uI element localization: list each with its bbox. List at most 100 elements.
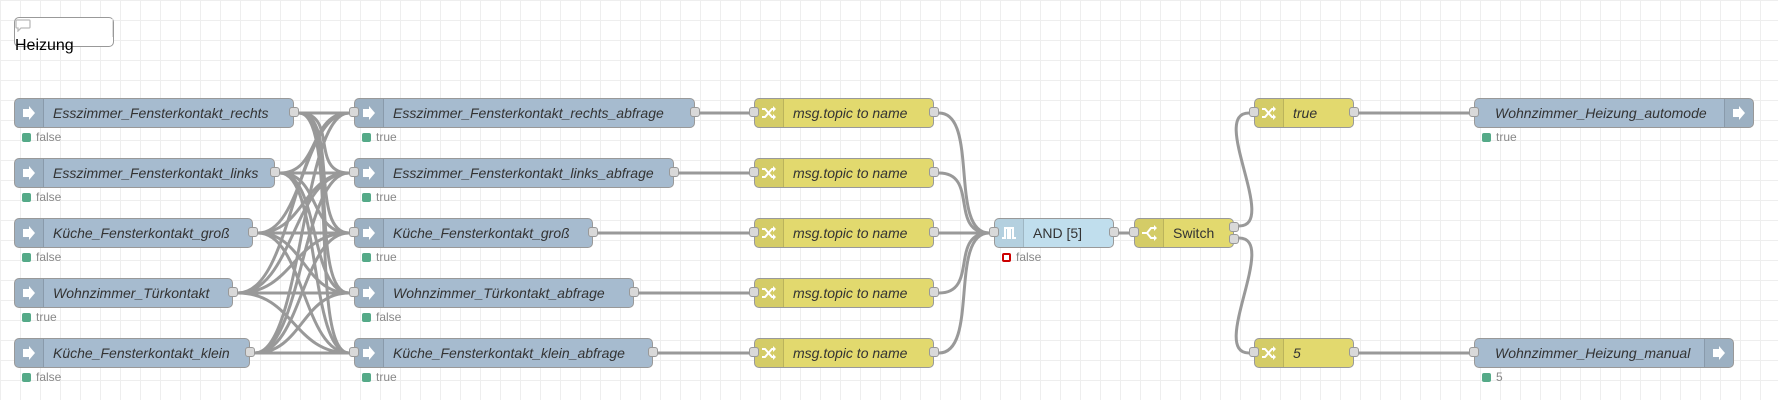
node-label: Esszimmer_Fensterkontakt_rechts <box>53 105 269 121</box>
node-label: Küche_Fensterkontakt_klein_abfrage <box>393 345 625 361</box>
node-status: true <box>22 311 57 323</box>
output-port[interactable] <box>929 167 939 177</box>
input-port[interactable] <box>1469 107 1479 117</box>
arrow-out-icon <box>1704 339 1733 367</box>
output-port[interactable] <box>1349 107 1359 117</box>
logic-and-node[interactable]: AND [5] <box>989 218 1119 248</box>
status-dot-icon <box>1482 373 1491 382</box>
node-label: Küche_Fensterkontakt_klein <box>53 345 230 361</box>
arrow-in-icon <box>15 159 44 187</box>
input-port[interactable] <box>749 227 759 237</box>
change-node-1[interactable]: msg.topic to name <box>749 98 939 128</box>
change-node-five[interactable]: 5 <box>1249 338 1359 368</box>
shuffle-icon <box>755 279 784 307</box>
node-label: Esszimmer_Fensterkontakt_rechts_abfrage <box>393 105 664 121</box>
query-node-kueche-klein[interactable]: Küche_Fensterkontakt_klein_abfrage <box>349 338 658 368</box>
output-port[interactable] <box>690 107 700 117</box>
node-label: msg.topic to name <box>793 105 908 121</box>
output-port[interactable] <box>929 227 939 237</box>
node-label: Wohnzimmer_Heizung_manual <box>1495 345 1691 361</box>
status-dot-icon <box>362 373 371 382</box>
node-status: false <box>22 191 61 203</box>
output-port[interactable] <box>1109 227 1119 237</box>
output-port[interactable] <box>228 287 238 297</box>
arrow-in-icon <box>355 219 384 247</box>
status-dot-icon <box>22 253 31 262</box>
node-label: AND [5] <box>1033 225 1083 241</box>
output-port[interactable] <box>248 227 258 237</box>
wire-change-to-and <box>938 111 990 235</box>
shuffle-icon <box>1255 99 1284 127</box>
change-node-3[interactable]: msg.topic to name <box>749 218 939 248</box>
status-dot-icon <box>22 133 31 142</box>
output-port[interactable] <box>245 347 255 357</box>
output-node-automode[interactable]: Wohnzimmer_Heizung_automode <box>1469 98 1754 128</box>
output-port-1[interactable] <box>1229 222 1239 232</box>
arrow-out-icon <box>1724 99 1753 127</box>
node-label: Küche_Fensterkontakt_groß <box>393 225 570 241</box>
wire-input-to-query <box>237 111 350 295</box>
output-port[interactable] <box>588 227 598 237</box>
input-node-kueche-gross[interactable]: Küche_Fensterkontakt_groß <box>14 218 258 248</box>
input-node-kueche-klein[interactable]: Küche_Fensterkontakt_klein <box>14 338 255 368</box>
node-label: msg.topic to name <box>793 285 908 301</box>
input-port[interactable] <box>1249 347 1259 357</box>
change-node-true[interactable]: true <box>1249 98 1359 128</box>
output-port-2[interactable] <box>1229 234 1239 244</box>
input-node-wohnzimmer-tuer[interactable]: Wohnzimmer_Türkontakt <box>14 278 238 308</box>
input-node-esszimmer-links[interactable]: Esszimmer_Fensterkontakt_links <box>14 158 280 188</box>
switch-node[interactable]: Switch <box>1129 218 1239 248</box>
input-port[interactable] <box>749 107 759 117</box>
input-node-esszimmer-rechts[interactable]: Esszimmer_Fensterkontakt_rechts <box>14 98 299 128</box>
output-port[interactable] <box>1349 347 1359 357</box>
input-port[interactable] <box>989 227 999 237</box>
node-status: true <box>1482 131 1517 143</box>
change-node-5[interactable]: msg.topic to name <box>749 338 939 368</box>
input-port[interactable] <box>1249 107 1259 117</box>
query-node-wohnzimmer-tuer[interactable]: Wohnzimmer_Türkontakt_abfrage <box>349 278 639 308</box>
output-node-manual[interactable]: Wohnzimmer_Heizung_manual <box>1469 338 1734 368</box>
wire-change-to-and <box>938 231 990 355</box>
query-node-esszimmer-rechts[interactable]: Esszimmer_Fensterkontakt_rechts_abfrage <box>349 98 700 128</box>
wire-switch-to-five <box>1234 236 1254 355</box>
input-port[interactable] <box>349 107 359 117</box>
input-port[interactable] <box>349 227 359 237</box>
node-label: Küche_Fensterkontakt_groß <box>53 225 230 241</box>
input-port[interactable] <box>749 347 759 357</box>
comment-node-heizung[interactable]: Heizung <box>14 17 114 54</box>
input-port[interactable] <box>349 167 359 177</box>
output-port[interactable] <box>270 167 280 177</box>
arrow-in-icon <box>355 339 384 367</box>
wire-input-to-query <box>254 171 350 355</box>
output-port[interactable] <box>289 107 299 117</box>
input-port[interactable] <box>1469 347 1479 357</box>
output-port[interactable] <box>929 287 939 297</box>
wire-input-to-query <box>254 231 350 355</box>
node-label: msg.topic to name <box>793 345 908 361</box>
output-port[interactable] <box>929 347 939 357</box>
arrow-in-icon <box>355 99 384 127</box>
node-status: true <box>362 191 397 203</box>
change-node-4[interactable]: msg.topic to name <box>749 278 939 308</box>
node-status: true <box>362 131 397 143</box>
input-port[interactable] <box>1129 227 1139 237</box>
output-port[interactable] <box>648 347 658 357</box>
query-node-esszimmer-links[interactable]: Esszimmer_Fensterkontakt_links_abfrage <box>349 158 679 188</box>
output-port[interactable] <box>929 107 939 117</box>
wire-input-to-query <box>237 171 350 295</box>
comment-label: Heizung <box>15 37 74 54</box>
node-label: Wohnzimmer_Türkontakt <box>53 285 210 301</box>
change-node-2[interactable]: msg.topic to name <box>749 158 939 188</box>
input-port[interactable] <box>749 167 759 177</box>
output-port[interactable] <box>629 287 639 297</box>
wire-switch-to-true <box>1234 111 1254 228</box>
pulse-icon <box>995 219 1024 247</box>
input-port[interactable] <box>349 347 359 357</box>
query-node-kueche-gross[interactable]: Küche_Fensterkontakt_groß <box>349 218 598 248</box>
input-port[interactable] <box>749 287 759 297</box>
input-port[interactable] <box>349 287 359 297</box>
arrow-in-icon <box>355 159 384 187</box>
output-port[interactable] <box>669 167 679 177</box>
status-dot-icon <box>1482 133 1491 142</box>
